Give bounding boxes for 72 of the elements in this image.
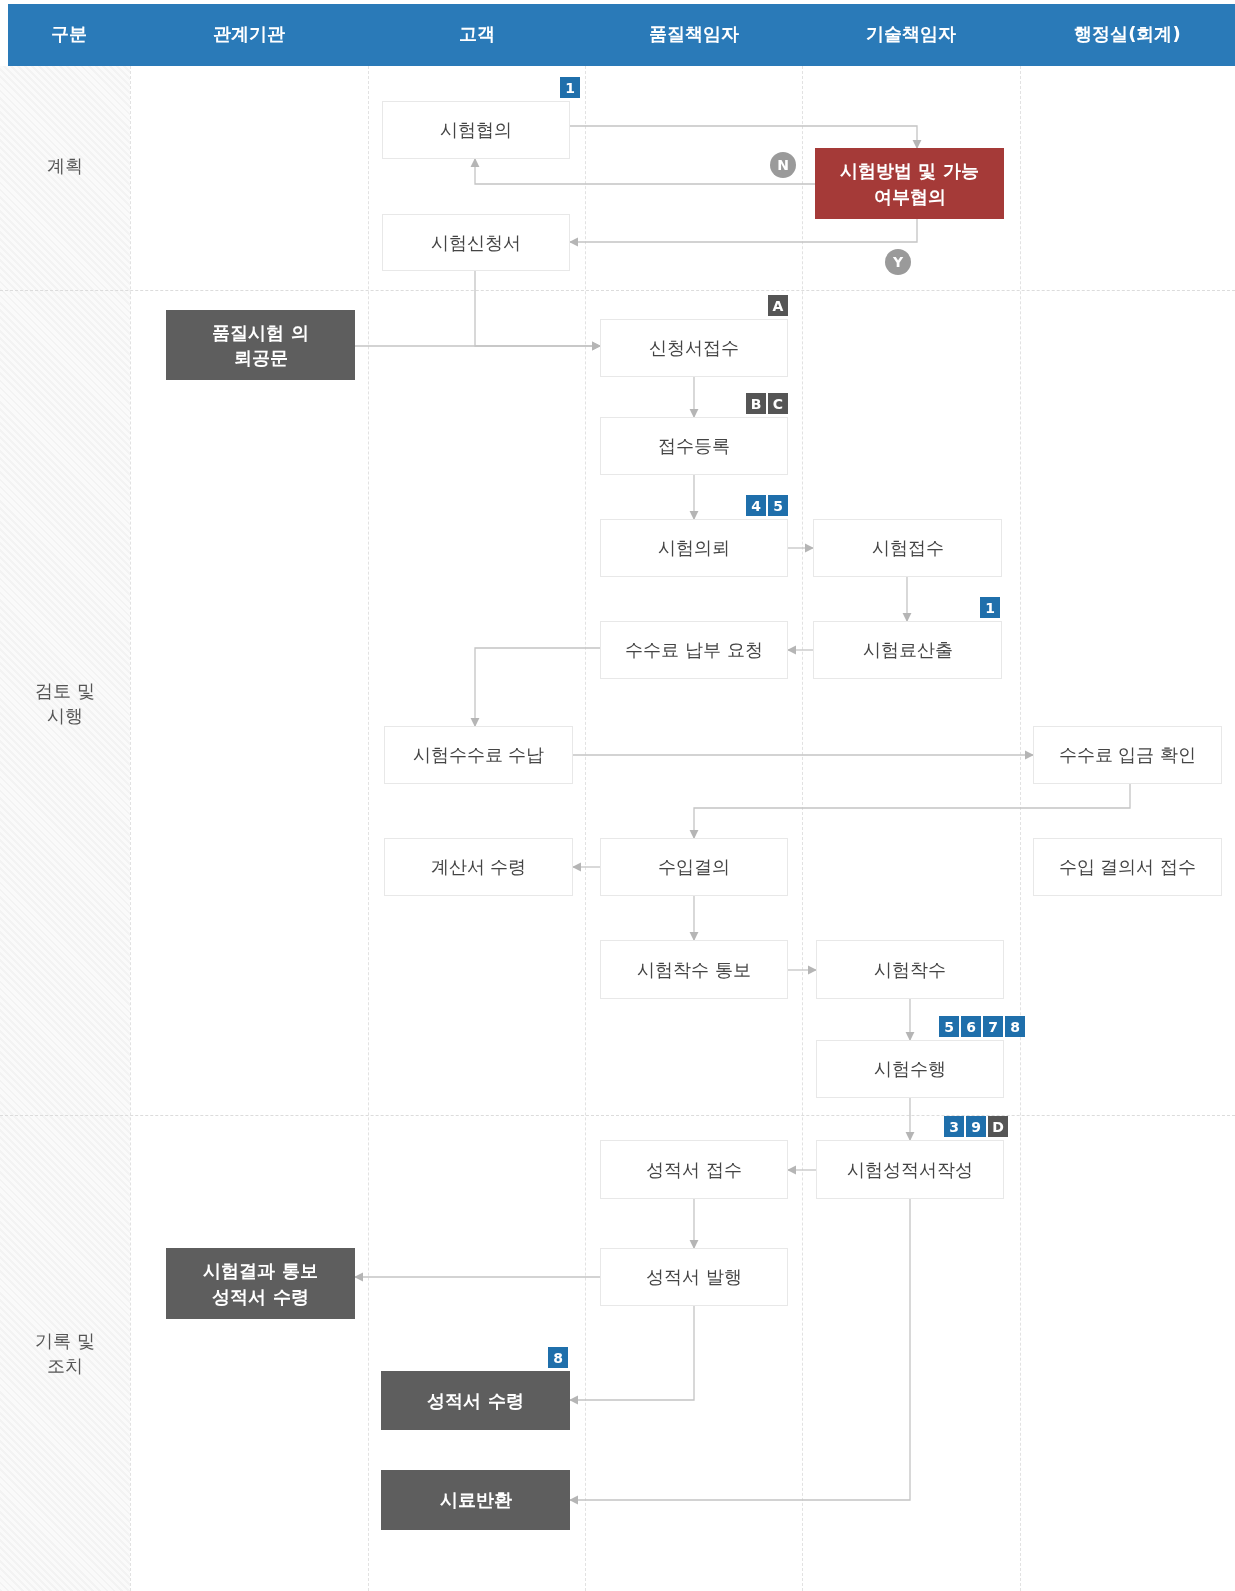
arrow: [787, 543, 814, 553]
process-box: 수입결의: [600, 838, 788, 896]
arrow: [572, 862, 601, 872]
process-box: 시험착수 통보: [600, 940, 788, 999]
arrow: [354, 341, 601, 351]
arrow: [689, 376, 699, 418]
step-number-badge: B: [746, 393, 766, 414]
step-number-badge: 9: [966, 1116, 986, 1137]
arrow: [572, 750, 1034, 760]
arrow: [689, 783, 1131, 839]
row-label: 계획: [46, 154, 84, 178]
step-number-badge: 3: [944, 1116, 964, 1137]
column-header: 기술책임자: [865, 22, 957, 46]
step-number-badge: 1: [560, 77, 580, 98]
step-number-badge: 6: [961, 1016, 981, 1037]
process-box: 시험수행: [816, 1040, 1004, 1098]
process-box: 계산서 수령: [384, 838, 573, 896]
column-header: 품질책임자: [647, 22, 740, 46]
step-number-badge: D: [988, 1116, 1008, 1137]
arrow: [569, 125, 922, 149]
arrow: [787, 1165, 817, 1175]
arrow: [569, 218, 918, 247]
arrow: [787, 645, 814, 655]
process-box: 수수료 납부 요청: [600, 621, 788, 679]
document-box: 시료반환: [381, 1470, 570, 1530]
step-number-badge: 5: [768, 495, 788, 516]
step-number-badge: 7: [983, 1016, 1003, 1037]
process-box: 수수료 입금 확인: [1033, 726, 1222, 784]
step-number-badge: A: [768, 295, 788, 316]
process-box: 수입 결의서 접수: [1033, 838, 1222, 896]
step-number-badge: 4: [746, 495, 766, 516]
arrow: [905, 1097, 915, 1141]
step-number-badge: C: [768, 393, 788, 414]
step-number-badge: 8: [548, 1347, 568, 1368]
arrow: [354, 1272, 601, 1282]
arrow: [569, 1198, 911, 1505]
arrow: [689, 1198, 699, 1249]
arrow: [689, 895, 699, 941]
arrow: [902, 576, 912, 622]
step-number-badge: 1: [980, 597, 1000, 618]
process-box: 접수등록: [600, 417, 788, 475]
arrow: [905, 998, 915, 1041]
row-label: 검토 및 시행: [34, 678, 96, 728]
process-box: 시험수수료 수납: [384, 726, 573, 784]
process-box: 시험료산출: [813, 621, 1002, 679]
column-header: 구분: [50, 22, 88, 46]
arrow: [689, 474, 699, 520]
decision-box: 시험방법 및 가능여부협의: [815, 148, 1004, 219]
step-number-badge: 8: [1005, 1016, 1025, 1037]
process-box: 신청서접수: [600, 319, 788, 377]
process-box: 시험접수: [813, 519, 1002, 577]
process-box: 시험착수: [816, 940, 1004, 999]
column-header: 고객: [457, 22, 496, 46]
row-label: 기록 및 조치: [34, 1329, 96, 1379]
edge-label: Y: [885, 249, 911, 275]
process-box: 시험협의: [382, 101, 570, 159]
arrow: [470, 647, 601, 727]
process-box: 시험성적서작성: [816, 1140, 1004, 1199]
document-box: 성적서 수령: [381, 1371, 570, 1430]
column-header: 행정실(회계): [1073, 22, 1182, 46]
process-box: 성적서 발행: [600, 1248, 788, 1306]
arrow: [470, 158, 816, 185]
step-number-badge: 5: [939, 1016, 959, 1037]
document-box: 품질시험 의뢰공문: [166, 310, 355, 380]
edge-label: N: [770, 152, 796, 178]
process-box: 시험신청서: [382, 214, 570, 271]
process-box: 성적서 접수: [600, 1140, 788, 1199]
arrow: [569, 1305, 695, 1405]
document-box: 시험결과 통보 성적서 수령: [166, 1248, 355, 1319]
process-box: 시험의뢰: [600, 519, 788, 577]
arrow: [787, 965, 817, 975]
column-header: 관계기관: [212, 22, 286, 46]
